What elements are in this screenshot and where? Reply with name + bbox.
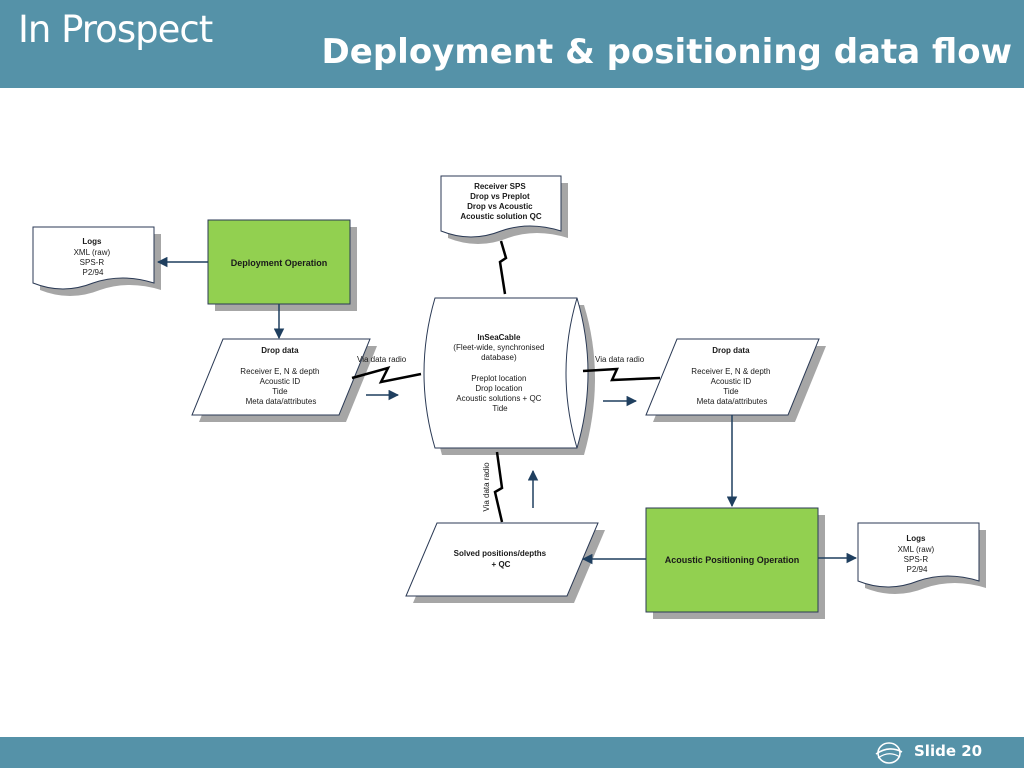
logs-top-title: Logs — [82, 237, 102, 246]
radio-link-left — [351, 366, 422, 384]
drop-left-title: Drop data — [261, 346, 299, 355]
company-logo: In Prospect — [18, 8, 213, 51]
radio-label-vertical: Via data radio — [482, 462, 491, 512]
logs-top-line-1: XML (raw) — [74, 248, 111, 257]
drop-data-left: Drop data Receiver E, N & depth Acoustic… — [191, 338, 377, 422]
logs-bottom-line-2: SPS-R — [904, 555, 929, 564]
logs-document-bottom: Logs XML (raw) SPS-R P2/94 — [857, 522, 986, 594]
database-line-7: Tide — [492, 404, 508, 413]
acoustic-positioning-operation-label: Acoustic Positioning Operation — [665, 555, 800, 565]
drop-left-line-4: Meta data/attributes — [246, 397, 317, 406]
database-line-1: (Fleet-wide, synchronised — [453, 343, 544, 352]
inseacable-database: InSeaCable (Fleet-wide, synchronised dat… — [423, 297, 595, 455]
logs-top-line-2: SPS-R — [80, 258, 105, 267]
drop-left-line-3: Tide — [272, 387, 288, 396]
drop-right-line-3: Tide — [723, 387, 739, 396]
svg-text:Logs XML (raw) SPS: Logs XML (raw) SPS-R P2/94 — [74, 237, 113, 277]
logs-document-top: Logs XML (raw) SPS-R P2/94 — [32, 226, 161, 296]
deployment-operation-box: Deployment Operation — [207, 219, 357, 311]
drop-right-title: Drop data — [712, 346, 750, 355]
svg-text:Drop data Receiver E, N: Drop data Receiver E, N & depth Acoustic… — [691, 346, 772, 406]
logs-bottom-title: Logs — [906, 534, 926, 543]
solved-positions-box: Solved positions/depths + QC — [405, 522, 605, 603]
drop-left-line-2: Acoustic ID — [260, 377, 301, 386]
drop-right-line-1: Receiver E, N & depth — [691, 367, 770, 376]
logs-top-line-3: P2/94 — [83, 268, 104, 277]
logs-bottom-line-1: XML (raw) — [898, 545, 935, 554]
connectors — [156, 256, 858, 565]
header-bar: In Prospect Deployment & positioning dat… — [0, 0, 1024, 88]
drop-data-right: Drop data Receiver E, N & depth Acoustic… — [645, 338, 826, 422]
globe-icon — [875, 742, 903, 764]
solved-line-2: + QC — [492, 560, 511, 569]
acoustic-positioning-operation-box: Acoustic Positioning Operation — [645, 507, 825, 619]
database-line-4: Preplot location — [471, 374, 526, 383]
slide-number: Slide 20 — [914, 742, 983, 760]
svg-text:InSeaCable (Fleet-wide,: InSeaCable (Fleet-wide, synchronised dat… — [453, 333, 546, 413]
radio-link-right — [582, 367, 661, 382]
svg-text:Solved positions/depths: Solved positions/depths + QC — [454, 549, 549, 569]
slide-title: Deployment & positioning data flow — [321, 32, 1012, 72]
radio-label-right: Via data radio — [595, 355, 645, 364]
svg-text:Logs XML (raw) SPS: Logs XML (raw) SPS-R P2/94 — [898, 534, 937, 574]
qc-line-2: Drop vs Preplot — [470, 192, 530, 201]
radio-label-left: Via data radio — [357, 355, 407, 364]
deployment-operation-label: Deployment Operation — [231, 258, 328, 268]
drop-left-line-1: Receiver E, N & depth — [240, 367, 319, 376]
logs-bottom-line-3: P2/94 — [907, 565, 928, 574]
radio-link-bottom — [493, 451, 504, 523]
solved-line-1: Solved positions/depths — [454, 549, 547, 558]
drop-right-line-2: Acoustic ID — [711, 377, 752, 386]
database-line-6: Acoustic solutions + QC — [456, 394, 541, 403]
footer-bar: Slide 20 — [0, 737, 1024, 768]
svg-text:Receiver SPS Drop vs Pre: Receiver SPS Drop vs Preplot Drop vs Aco… — [460, 182, 542, 221]
database-title: InSeaCable — [477, 333, 521, 342]
qc-document: Receiver SPS Drop vs Preplot Drop vs Aco… — [440, 175, 568, 244]
qc-line-4: Acoustic solution QC — [460, 212, 542, 221]
radio-links — [351, 240, 661, 523]
database-line-5: Drop location — [475, 384, 522, 393]
svg-text:Drop data Receiver E, N: Drop data Receiver E, N & depth Acoustic… — [240, 346, 321, 406]
qc-line-1: Receiver SPS — [474, 182, 526, 191]
radio-link-top — [498, 240, 508, 295]
database-line-2: database) — [481, 353, 517, 362]
qc-line-3: Drop vs Acoustic — [467, 202, 533, 211]
drop-right-line-4: Meta data/attributes — [697, 397, 768, 406]
